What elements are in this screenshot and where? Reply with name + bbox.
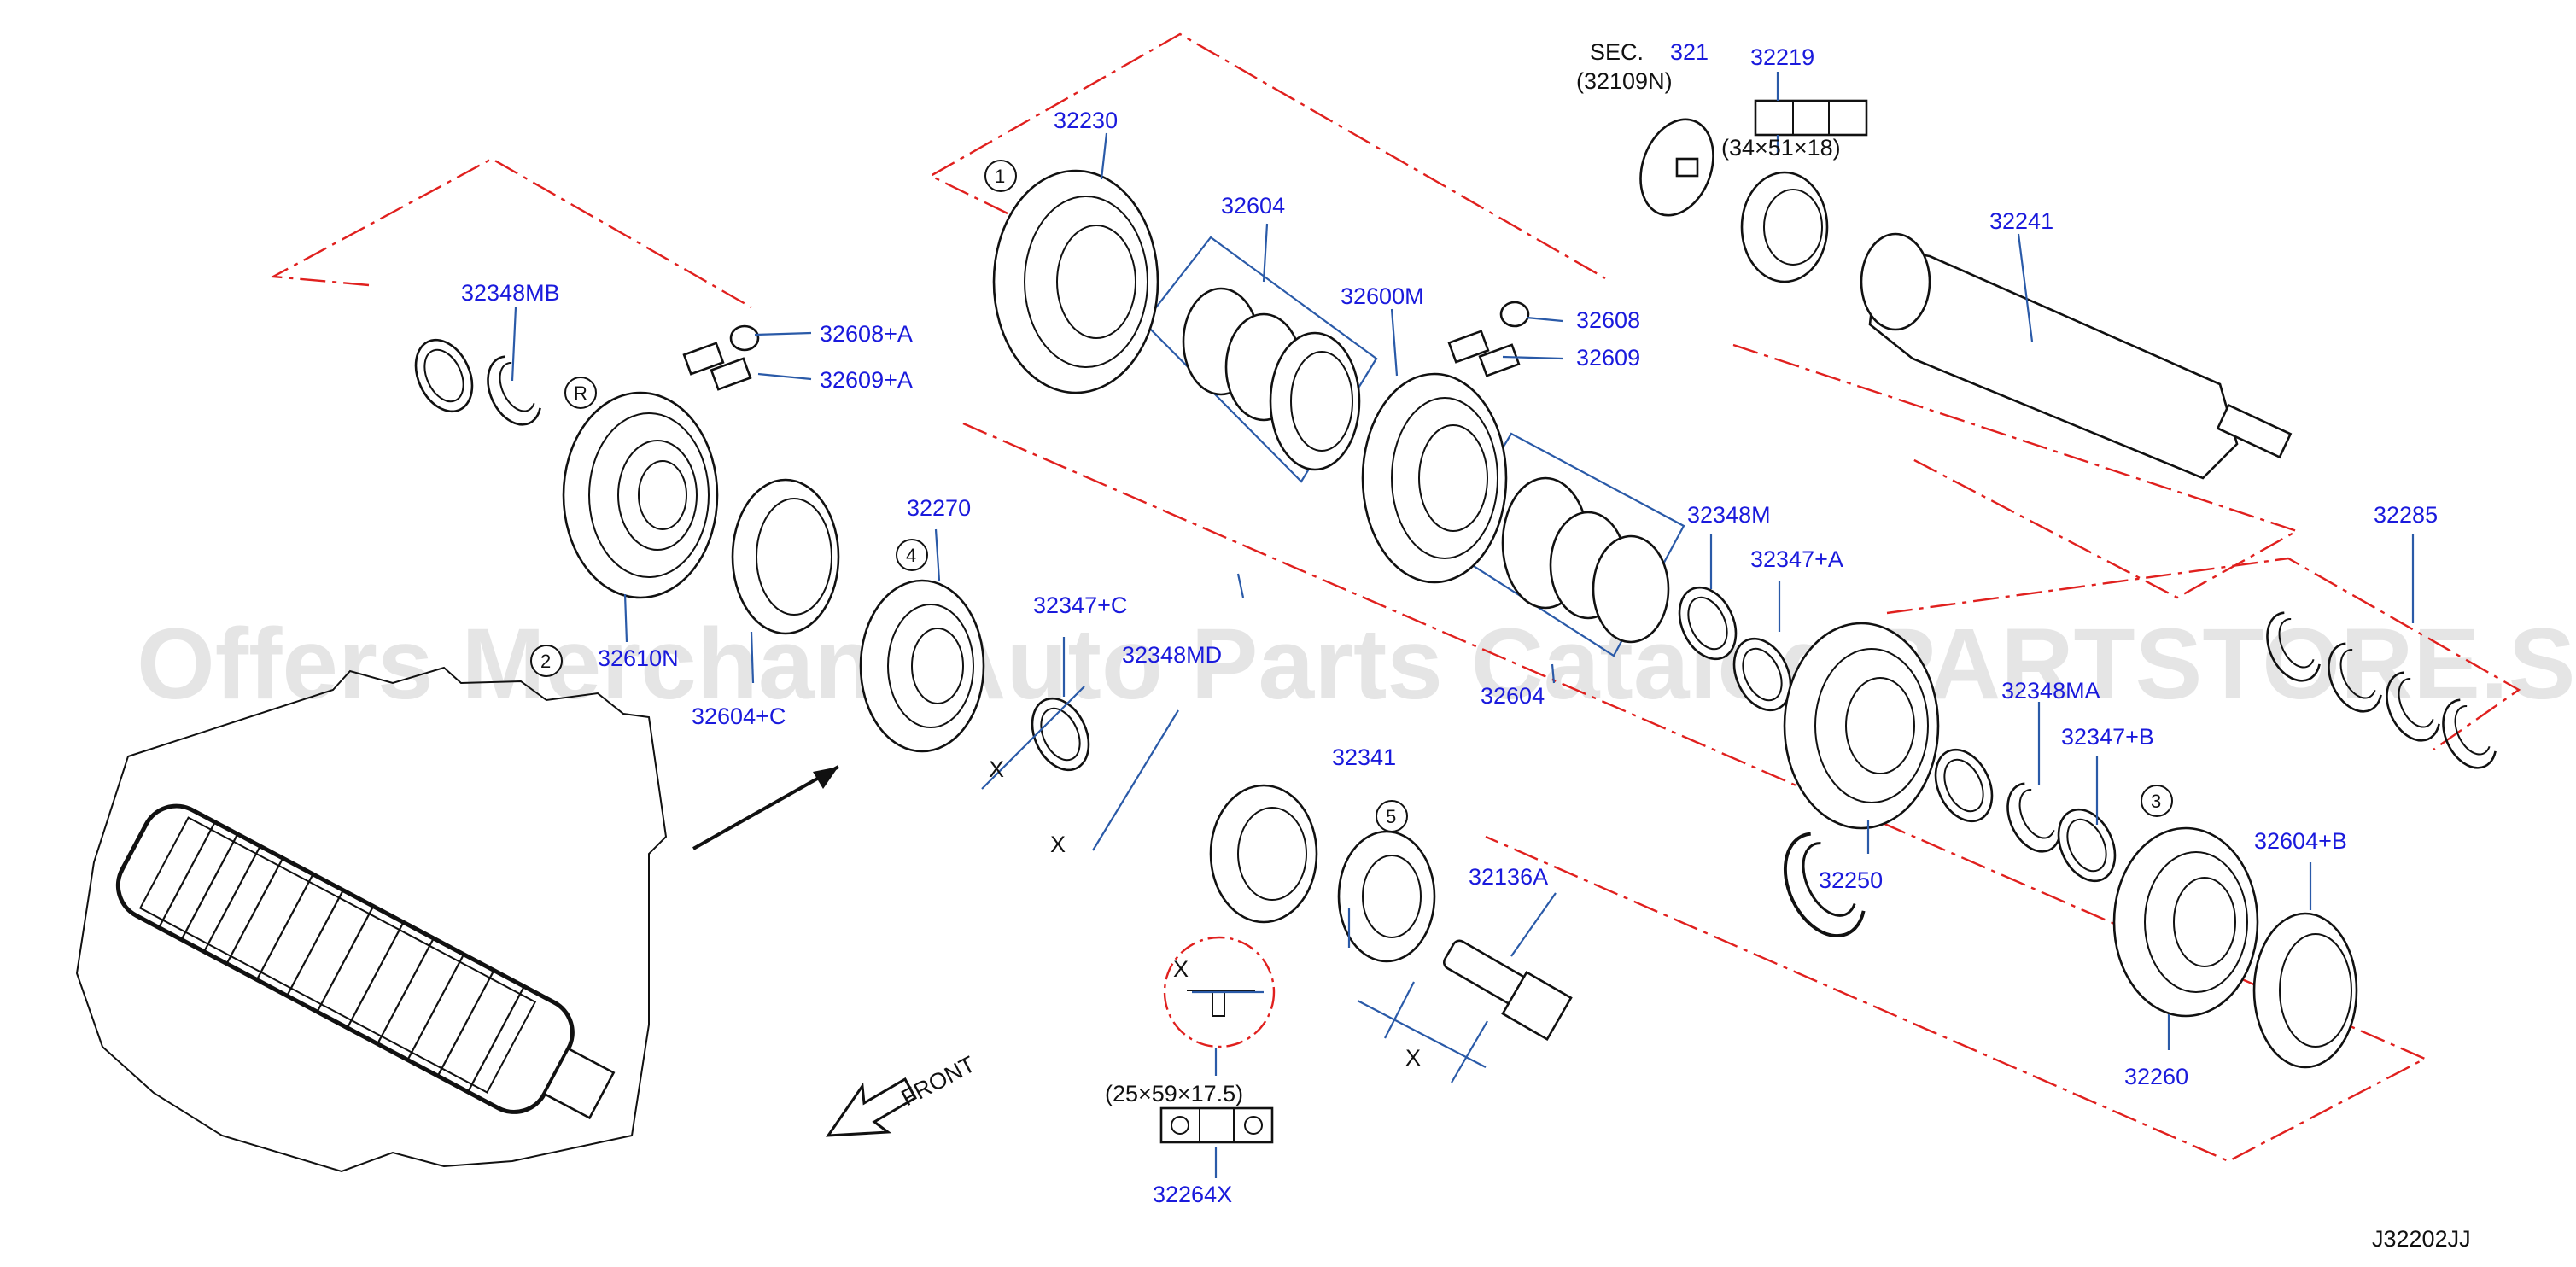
arrow-head-icon xyxy=(813,767,838,789)
bearing-32264x xyxy=(1209,784,1318,924)
synchro-hub-32600m xyxy=(1361,372,1508,584)
section-sub: (32109N) xyxy=(1576,68,1673,94)
callout-circle-r: R xyxy=(564,377,597,409)
drawing-code: J32202JJ xyxy=(2372,1226,2471,1252)
main-shaft-32241 xyxy=(1860,232,2293,480)
dimension-x-1: X xyxy=(989,756,1004,782)
label-32241: 32241 xyxy=(1989,208,2053,234)
svg-text:2: 2 xyxy=(540,651,551,672)
gear-32260 xyxy=(2112,826,2259,1018)
bearing-icon-32264x xyxy=(1159,1106,1274,1144)
snap-ring-32348mb xyxy=(476,350,546,435)
label-32230: 32230 xyxy=(1054,108,1118,133)
gear-32250 xyxy=(1783,622,1940,830)
dashed-assembly-outlines xyxy=(269,32,2521,1163)
bearing-32219 xyxy=(1740,171,1829,283)
label-32609: 32609 xyxy=(1576,345,1640,371)
washer-32348mb-a xyxy=(403,330,485,422)
svg-text:5: 5 xyxy=(1386,806,1396,827)
leader-lines xyxy=(511,72,2415,1178)
label-32608: 32608 xyxy=(1576,307,1640,333)
label-32341: 32341 xyxy=(1332,744,1396,770)
label-32610n: 32610N xyxy=(598,645,679,671)
gear-32270 xyxy=(859,579,985,753)
dimension-marks xyxy=(981,686,1488,1083)
label-32136a: 32136A xyxy=(1469,864,1548,890)
front-label: FRONT xyxy=(897,1051,979,1111)
label-32600m: 32600M xyxy=(1341,283,1424,309)
spacer-32347b xyxy=(2046,799,2128,891)
callout-circle-4: 4 xyxy=(896,539,928,571)
bearing-icon-32219 xyxy=(1754,99,1868,137)
label-32270: 32270 xyxy=(907,495,971,521)
label-32348mb: 32348MB xyxy=(461,280,560,306)
svg-text:3: 3 xyxy=(2151,791,2161,812)
needle-bearing-32608 xyxy=(1447,301,1530,377)
svg-text:R: R xyxy=(574,382,587,404)
snap-ring-32348ma xyxy=(1996,777,2065,861)
explode-direction-arrow xyxy=(692,765,839,850)
callout-circle-2: 2 xyxy=(530,645,563,677)
label-32348md: 32348MD xyxy=(1122,642,1222,668)
front-arrow-icon xyxy=(826,1077,918,1137)
section-prefix: SEC. xyxy=(1590,39,1644,65)
gear-32341 xyxy=(1337,830,1436,963)
synchro-box-upper xyxy=(1142,236,1378,483)
svg-text:4: 4 xyxy=(906,545,916,566)
label-32347a: 32347+A xyxy=(1750,546,1843,572)
label-32347c: 32347+C xyxy=(1033,593,1127,618)
synchro-cone-32604-upper xyxy=(1182,287,1361,471)
label-32604c: 32604+C xyxy=(692,704,786,729)
label-32348m: 32348M xyxy=(1687,502,1771,528)
label-32604b: 32604+B xyxy=(2254,828,2347,854)
needle-bearing-32608a xyxy=(682,324,760,391)
label-32260: 32260 xyxy=(2124,1064,2188,1089)
bearing-size-32219: (34×51×18) xyxy=(1721,135,1841,161)
watermark: Offers Merchant Auto Parts Catalog PARTS… xyxy=(137,608,2576,721)
washer-32348ma xyxy=(1923,739,2005,832)
callout-circle-5: 5 xyxy=(1376,800,1408,832)
dimension-x-4: X xyxy=(1405,1045,1421,1071)
bolt-32136a xyxy=(1442,939,1573,1042)
label-32250: 32250 xyxy=(1819,867,1883,893)
label-32264x: 32264X xyxy=(1153,1182,1232,1207)
callout-circle-1: 1 xyxy=(984,160,1017,192)
gear-32230 xyxy=(992,169,1159,394)
seal-plate-32109n xyxy=(1639,118,1714,217)
section-number: 321 xyxy=(1670,39,1709,65)
label-32347b: 32347+B xyxy=(2061,724,2154,750)
svg-text:1: 1 xyxy=(995,166,1005,187)
dimension-x-2: X xyxy=(1050,832,1066,857)
label-32348ma: 32348MA xyxy=(2001,678,2100,704)
label-32608a: 32608+A xyxy=(820,321,913,347)
gear-32610n xyxy=(562,391,719,599)
transmission-housing-overview xyxy=(75,666,668,1173)
callout-circle-3: 3 xyxy=(2141,785,2173,817)
label-32609a: 32609+A xyxy=(820,367,913,393)
label-32285: 32285 xyxy=(2374,502,2438,528)
dimension-x-3: X xyxy=(1173,956,1189,982)
synchro-cone-32604-lower xyxy=(1501,476,1670,644)
bearing-size-32264x: (25×59×17.5) xyxy=(1105,1081,1243,1106)
label-32219: 32219 xyxy=(1750,44,1814,70)
synchro-ring-32604b xyxy=(2252,912,2358,1069)
synchro-hub-32604c xyxy=(731,478,840,635)
label-32604-lower: 32604 xyxy=(1481,683,1545,709)
label-32604-upper: 32604 xyxy=(1221,193,1285,219)
